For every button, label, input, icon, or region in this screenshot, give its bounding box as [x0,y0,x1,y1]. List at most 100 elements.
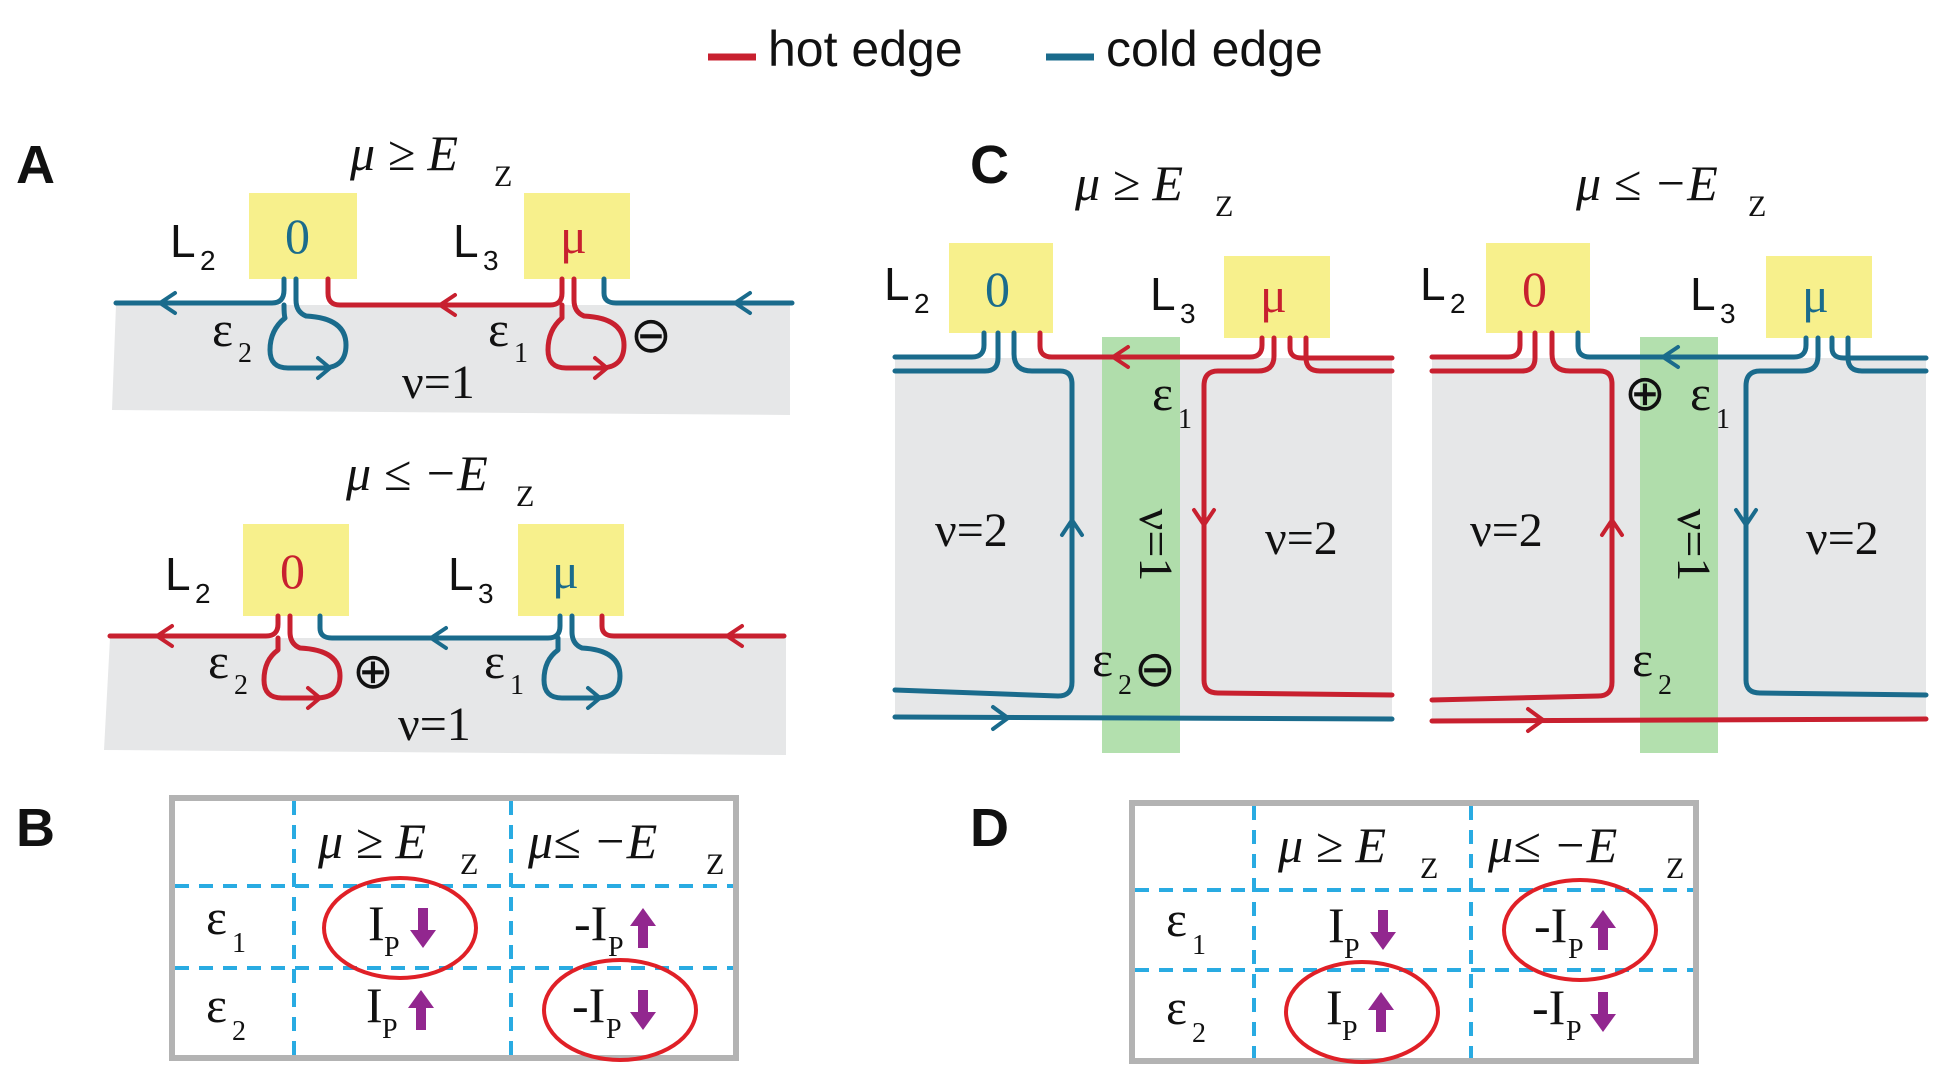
c-left-hot-right-1 [1287,335,1395,361]
d-cell-21-ring [1284,960,1440,1064]
c-right-contact-l2-value: 0 [1522,261,1547,317]
d-cell-21-P: P [1342,1016,1358,1047]
a-bot-condition: μ ≤ −E [345,445,488,501]
c-left-lead-l2: L [884,258,910,310]
b-cell-22-P: P [606,1014,622,1045]
a-bot-nu: ν=1 [398,698,471,751]
b-row-eps1-sub: 1 [232,928,246,959]
c-left-contact-l2-value: 0 [985,261,1010,317]
a-top-arrow-hot-loop [593,356,609,380]
a-bot-sample [104,638,786,755]
d-row-eps1-sub: 1 [1192,930,1206,961]
d-cell-12-spin-up [1590,910,1616,950]
a-bot-arrow-cold-loop [586,686,602,710]
c-left-eps2-sub: 2 [1118,670,1132,701]
b-col-pos: μ ≥ E [317,813,426,869]
a-top-cold-left [113,276,287,306]
b-cell-11-I: I [368,895,385,951]
a-bot-eps1-sub: 1 [510,670,524,701]
a-bot-cold-loop [541,613,623,701]
b-table-border [169,795,739,1061]
a-bot-eps2-sub: 2 [234,670,248,701]
a-bot-lead-l3: L [448,548,474,600]
b-cell-12-P: P [608,932,624,963]
c-right-eps2-sub: 2 [1658,670,1672,701]
b-cell-21-P: P [382,1014,398,1045]
b-cell-11-P: P [384,932,400,963]
b-col-neg-sub: Z [706,848,724,881]
c-left-cold-down [892,330,1075,699]
c-left-eps2: ε [1092,631,1113,687]
b-row-eps2: ε [206,977,227,1033]
d-col-neg-sub: Z [1666,852,1684,885]
c-left-eps1-sub: 1 [1178,404,1192,435]
c-right-contact-l3 [1766,256,1872,338]
a-bot-lead-l2: L [165,548,191,600]
d-cell-11-I: I [1328,897,1345,953]
c-right-hot-bottom [1429,716,1929,724]
c-left-lead-l3-sub: 3 [1180,298,1196,329]
c-right-arrow-cold-down [1734,508,1758,527]
b-cell-12-I: -I [574,895,607,951]
d-col-neg: μ≤ −E [1487,817,1617,873]
c-left-minus: ⊖ [1134,641,1176,697]
a-bot-plus: ⊕ [352,643,394,699]
c-left-contact-l3-value: μ [1260,267,1287,323]
c-right-hot-top-outer [1429,330,1523,360]
a-bot-lead-l2-sub: 2 [195,578,211,609]
a-top-contact-l2-value: 0 [285,208,310,264]
c-left-cold-top-outer [892,330,987,360]
a-bot-contact-l3-value: μ [552,543,579,599]
c-right-lead-l2-sub: 2 [1450,288,1466,319]
c-left-condition-sub: Z [1215,190,1233,223]
c-left-eps1: ε [1152,365,1173,421]
c-right-eps1: ε [1690,365,1711,421]
a-bot-contact-l2 [243,524,349,616]
c-right-contact-l3-value: μ [1802,267,1829,323]
a-top-hot-loop [545,276,627,371]
a-bot-condition-sub: Z [516,480,534,513]
a-bot-eps1: ε [484,633,505,689]
a-top-arrow-hot-mid [438,293,457,317]
a-top-eps1: ε [488,301,509,357]
c-left-hot-down [1201,335,1395,698]
c-left-nu2-left: ν=2 [935,504,1008,557]
c-right-nu1-strip [1640,337,1718,753]
c-right-cold-down [1743,335,1929,698]
panel-d-table: μ ≥ E Z μ≤ −E Z ε 1 ε 2 I P -I P I P -I … [1129,800,1699,1064]
c-left-hot-right-2 [1303,335,1395,374]
d-cell-21-spin-up [1368,992,1394,1032]
panel-a-bottom: μ ≤ −E Z 0 μ L 2 L 3 ε 2 ⊕ ε 1 ν=1 [104,445,787,755]
c-left-arrow-cold-bottom [991,705,1010,731]
b-cell-11-spin-down [410,908,436,948]
a-bot-arrow-hot-left [155,624,174,648]
c-right-lead-l3-sub: 3 [1720,298,1736,329]
b-cell-11-ring [322,876,478,980]
a-bot-arrow-hot-right [725,624,744,648]
a-bot-eps2: ε [208,633,229,689]
b-col-neg: μ≤ −E [527,813,657,869]
a-top-lead-l2-sub: 2 [200,245,216,276]
b-col-pos-sub: Z [460,848,478,881]
a-top-contact-l3 [524,193,630,279]
c-right-hot-down [1429,330,1615,703]
c-right-lead-l2: L [1420,258,1446,310]
c-left-nu1-strip [1102,337,1180,753]
c-right-eps2: ε [1632,631,1653,687]
c-right-plus: ⊕ [1624,365,1666,421]
c-right-arrow-cold-top [1661,345,1680,369]
a-top-arrow-cold-loop [316,356,332,380]
panel-b-table: μ ≥ E Z μ≤ −E Z ε 1 ε 2 I P -I P I P -I … [169,795,739,1062]
c-left-hot-top [1037,330,1265,360]
b-cell-22-ring [542,958,698,1062]
c-left-condition: μ ≥ E [1074,155,1183,211]
panel-a-top: μ ≥ E Z 0 μ L 2 L 3 ε 2 ε 1 ⊖ ν=1 [112,125,795,415]
d-cell-22-spin-down [1590,992,1616,1032]
c-right-condition-sub: Z [1748,190,1766,223]
panel-label-d: D [970,798,1009,858]
a-top-contact-l3-value: μ [560,208,587,264]
d-col-pos: μ ≥ E [1277,817,1386,873]
a-bot-arrow-cold-mid [429,626,448,650]
c-right-condition: μ ≤ −E [1575,155,1718,211]
c-right-nu2-right: ν=2 [1806,512,1879,565]
